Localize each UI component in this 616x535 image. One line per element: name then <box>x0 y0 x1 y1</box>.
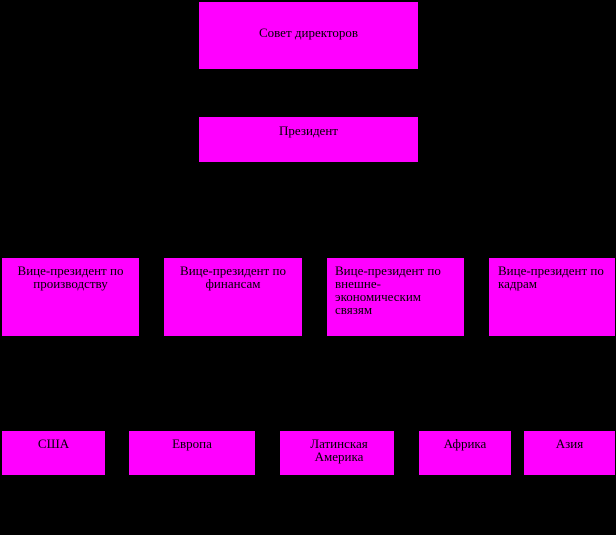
board-of-directors-label: Совет директоров <box>258 25 359 40</box>
vp-personnel-label: Вице-президент по кадрам <box>498 263 604 291</box>
vp-production-label: Вице-президент по производству <box>17 263 124 291</box>
president-label: Президент <box>279 123 338 138</box>
region-asia-label: Азия <box>555 436 584 451</box>
board-of-directors-box: Совет директоров <box>198 1 419 70</box>
vp-foreign-economic-box: Вице-президент по внешне-экономическим с… <box>326 257 465 337</box>
region-usa-box: США <box>1 430 106 476</box>
vp-personnel-box: Вице-президент по кадрам <box>488 257 616 337</box>
vp-finance-box: Вице-президент по финансам <box>163 257 303 337</box>
region-europe-label: Европа <box>172 436 212 451</box>
region-asia-box: Азия <box>523 430 616 476</box>
region-africa-box: Африка <box>418 430 512 476</box>
region-latin-america-box: Латинская Америка <box>279 430 395 476</box>
president-box: Президент <box>198 116 419 163</box>
region-africa-label: Африка <box>443 436 487 451</box>
vp-finance-label: Вице-президент по финансам <box>180 263 286 291</box>
region-usa-label: США <box>37 436 70 451</box>
vp-foreign-economic-label: Вице-президент по внешне-экономическим с… <box>335 263 441 317</box>
region-europe-box: Европа <box>128 430 256 476</box>
region-latin-america-label: Латинская Америка <box>310 436 368 464</box>
vp-production-box: Вице-президент по производству <box>1 257 140 337</box>
